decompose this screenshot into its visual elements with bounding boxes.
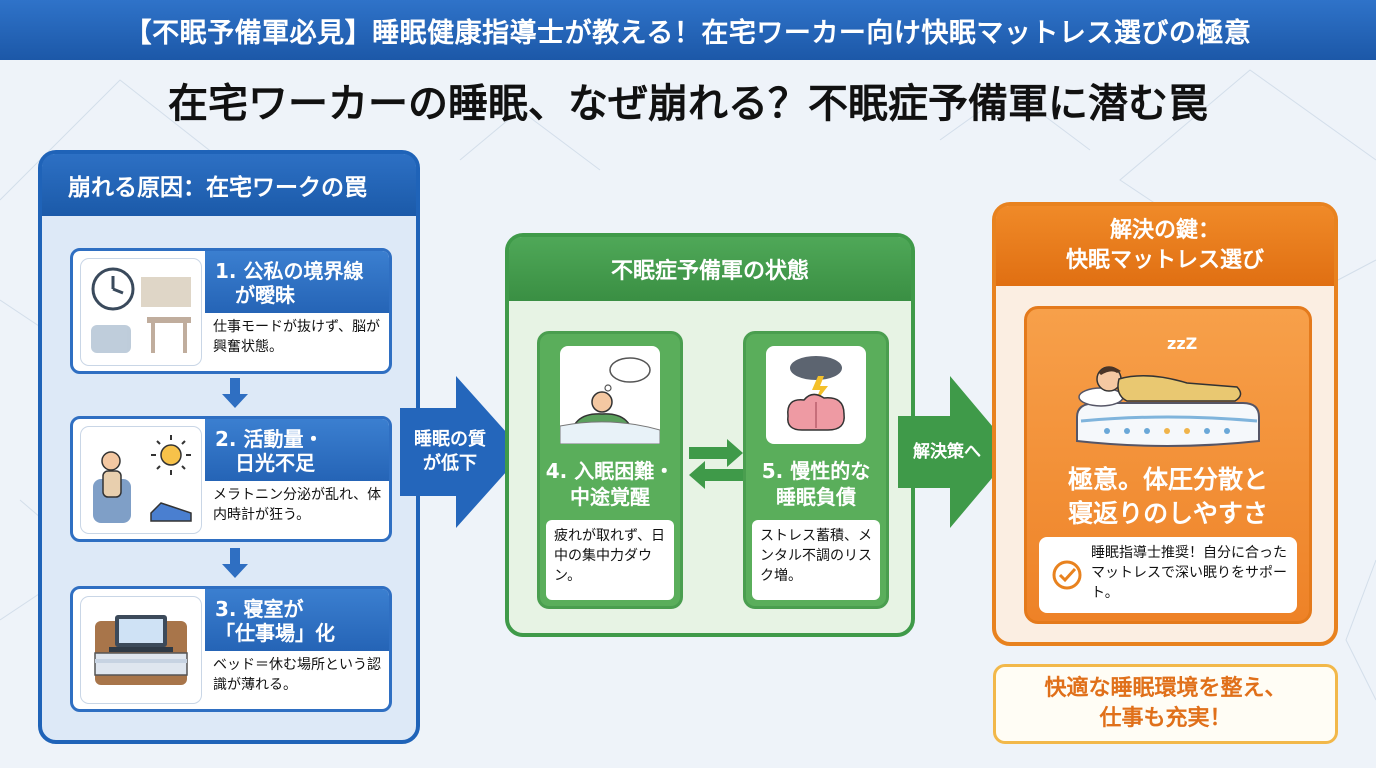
state-title-1: 4. 入眠困難・ 中途覚醒 [545,459,675,509]
down-arrow-icon [222,548,248,578]
cause-body-3: ベッド＝休む場所という認識が薄れる。 [213,657,381,693]
cause-card-boundary: 1. 公私の境界線 が曖昧 仕事モードが抜けず、脳が興奮状態。 [70,248,392,374]
state-illustration-2 [766,346,866,444]
sneaker-icon [150,502,192,522]
sun-icon [151,435,191,475]
cause-title-1: 1. 公私の境界線 が曖昧 [205,251,389,313]
cause-card-activity: 2. 活動量・ 日光不足 メラトニン分泌が乱れ、体内時計が狂う。 [70,416,392,542]
state-panel-title: 不眠症予備軍の状態 [509,237,911,301]
arrow-label-solution: 解決策へ [913,442,981,462]
cause-body-1: 仕事モードが抜けず、脳が興奮状態。 [213,319,381,355]
solution-panel-title: 解決の鍵： 快眠マットレス選び [996,206,1334,286]
causes-panel-title: 崩れる原因：在宅ワークの罠 [42,154,416,216]
solution-illustration: zzZ [1067,321,1267,461]
clock-icon [91,267,135,311]
solution-card: zzZ 極意。体圧分散と 寝返りのしやすさ [1024,306,1312,624]
state-body-1: 疲れが取れず、日中の集中力ダウン。 [546,520,674,600]
state-panel: 不眠症予備軍の状態 4. 入眠困難・ 中途覚醒 疲れが取れず、日中の集中力ダウン… [505,233,915,637]
solution-note: 睡眠指導士推奨！自分に合ったマットレスで深い眠りをサポート。 [1091,545,1287,601]
cause-title-2: 2. 活動量・ 日光不足 [205,419,389,481]
right-arrow-icon [400,376,524,528]
sleeping-mattress-icon: zzZ [1076,334,1260,447]
cause-illustration-2 [81,427,201,533]
brain-storm-icon [787,356,845,431]
state-card-sleep-debt: 5. 慢性的な 睡眠負債 ストレス蓄積、メンタル不調のリスク増。 [743,331,889,609]
laptop-bed-icon [94,615,188,685]
right-arrow-icon [898,376,1014,528]
solution-note-box: 睡眠指導士推奨！自分に合ったマットレスで深い眠りをサポート。 [1039,537,1297,613]
sleepless-person-icon [559,357,661,445]
state-body-2: ストレス蓄積、メンタル不調のリスク増。 [752,520,880,600]
state-title-2: 5. 慢性的な 睡眠負債 [761,459,871,509]
desk-icon [91,277,191,353]
closing-message: 快適な睡眠環境を整え、 仕事も充実！ [993,664,1338,744]
top-banner: 【不眠予備軍必見】睡眠健康指導士が教える！在宅ワーカー向け快眠マットレス選びの極… [0,0,1376,60]
check-icon [1052,560,1082,590]
cause-illustration-1 [81,259,201,365]
cause-card-bedroom: 3. 寝室が 「仕事場」化 ベッド＝休む場所という認識が薄れる。 [70,586,392,712]
causes-panel: 崩れる原因：在宅ワークの罠 1. 公私の境界線 が曖昧 [38,150,420,744]
svg-text:zzZ: zzZ [1167,334,1197,353]
cause-title-3: 3. 寝室が 「仕事場」化 [205,589,389,651]
state-card-insomnia: 4. 入眠困難・ 中途覚醒 疲れが取れず、日中の集中力ダウン。 [537,331,683,609]
state-illustration-1 [559,346,661,445]
page-headline: 在宅ワーカーの睡眠、なぜ崩れる？不眠症予備軍に潜む罠 [168,81,1208,127]
arrow-label-quality: 睡眠の質 が低下 [414,429,486,474]
person-sitting-icon [93,451,131,523]
cause-body-2: メラトニン分泌が乱れ、体内時計が狂う。 [213,487,382,523]
solution-title: 極意。体圧分散と 寝返りのしやすさ [1067,465,1268,528]
swap-arrows-icon [689,439,743,489]
solution-panel: 解決の鍵： 快眠マットレス選び zzZ 極意。体圧分散と [992,202,1338,646]
cause-illustration-3 [81,597,201,703]
down-arrow-icon [222,378,248,408]
